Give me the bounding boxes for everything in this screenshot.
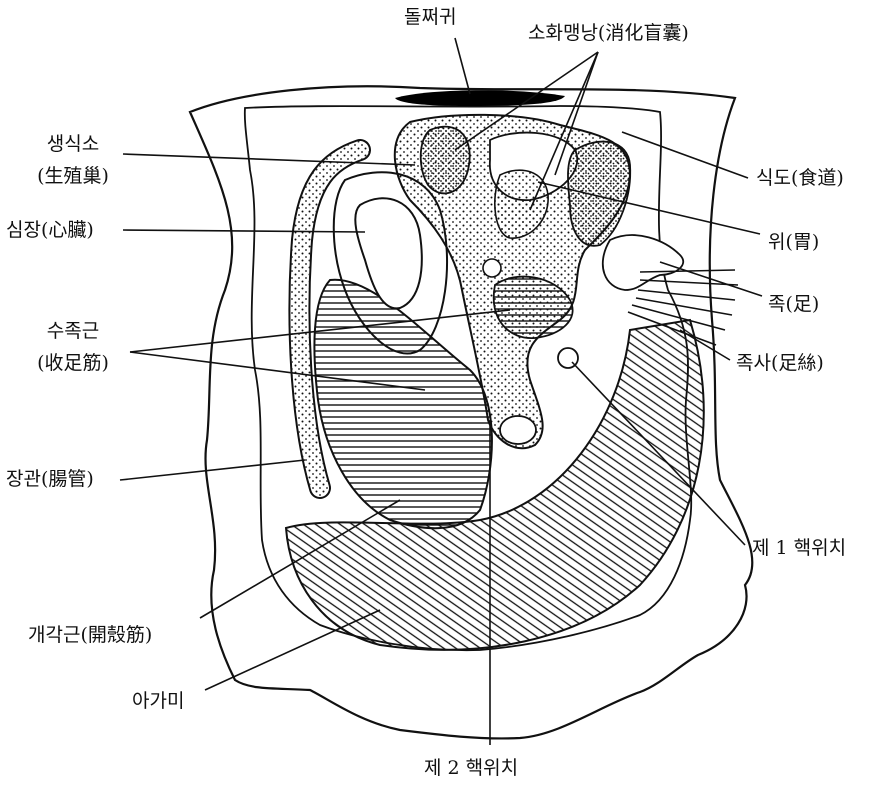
label-gonad-hanja: (生殖巢) xyxy=(18,165,128,187)
label-hinge-ligament: 돌쩌귀 xyxy=(404,6,456,28)
label-foot-retractor-ko: 수족근 xyxy=(18,320,128,342)
label-foot: 족(足) xyxy=(768,293,819,315)
label-esophagus: 식도(食道) xyxy=(756,167,844,189)
label-nucleus-position-2: 제 2 핵위치 xyxy=(424,757,518,779)
label-digestive-diverticula: 소화맹낭(消化盲囊) xyxy=(528,22,689,44)
label-intestine: 장관(腸管) xyxy=(6,468,94,490)
label-gonad-ko: 생식소 xyxy=(18,133,128,155)
label-nucleus-position-1: 제 1 핵위치 xyxy=(752,537,846,559)
label-stomach: 위(胃) xyxy=(768,231,819,253)
label-adductor-muscle: 개각근(開殼筋) xyxy=(28,624,152,646)
esophagus-lobe xyxy=(568,142,630,246)
digestive-diverticula xyxy=(421,127,470,194)
adductor-muscle xyxy=(314,280,492,529)
label-heart: 심장(心臟) xyxy=(6,219,94,241)
label-foot-retractor: 수족근 (收足筋) xyxy=(18,320,128,374)
small-oval-2 xyxy=(500,416,536,444)
label-foot-retractor-hanja: (收足筋) xyxy=(18,352,128,374)
label-gonad: 생식소 (生殖巢) xyxy=(18,133,128,187)
label-gill: 아가미 xyxy=(132,690,184,712)
small-oval-1 xyxy=(483,259,501,277)
label-byssus: 족사(足絲) xyxy=(736,352,824,374)
